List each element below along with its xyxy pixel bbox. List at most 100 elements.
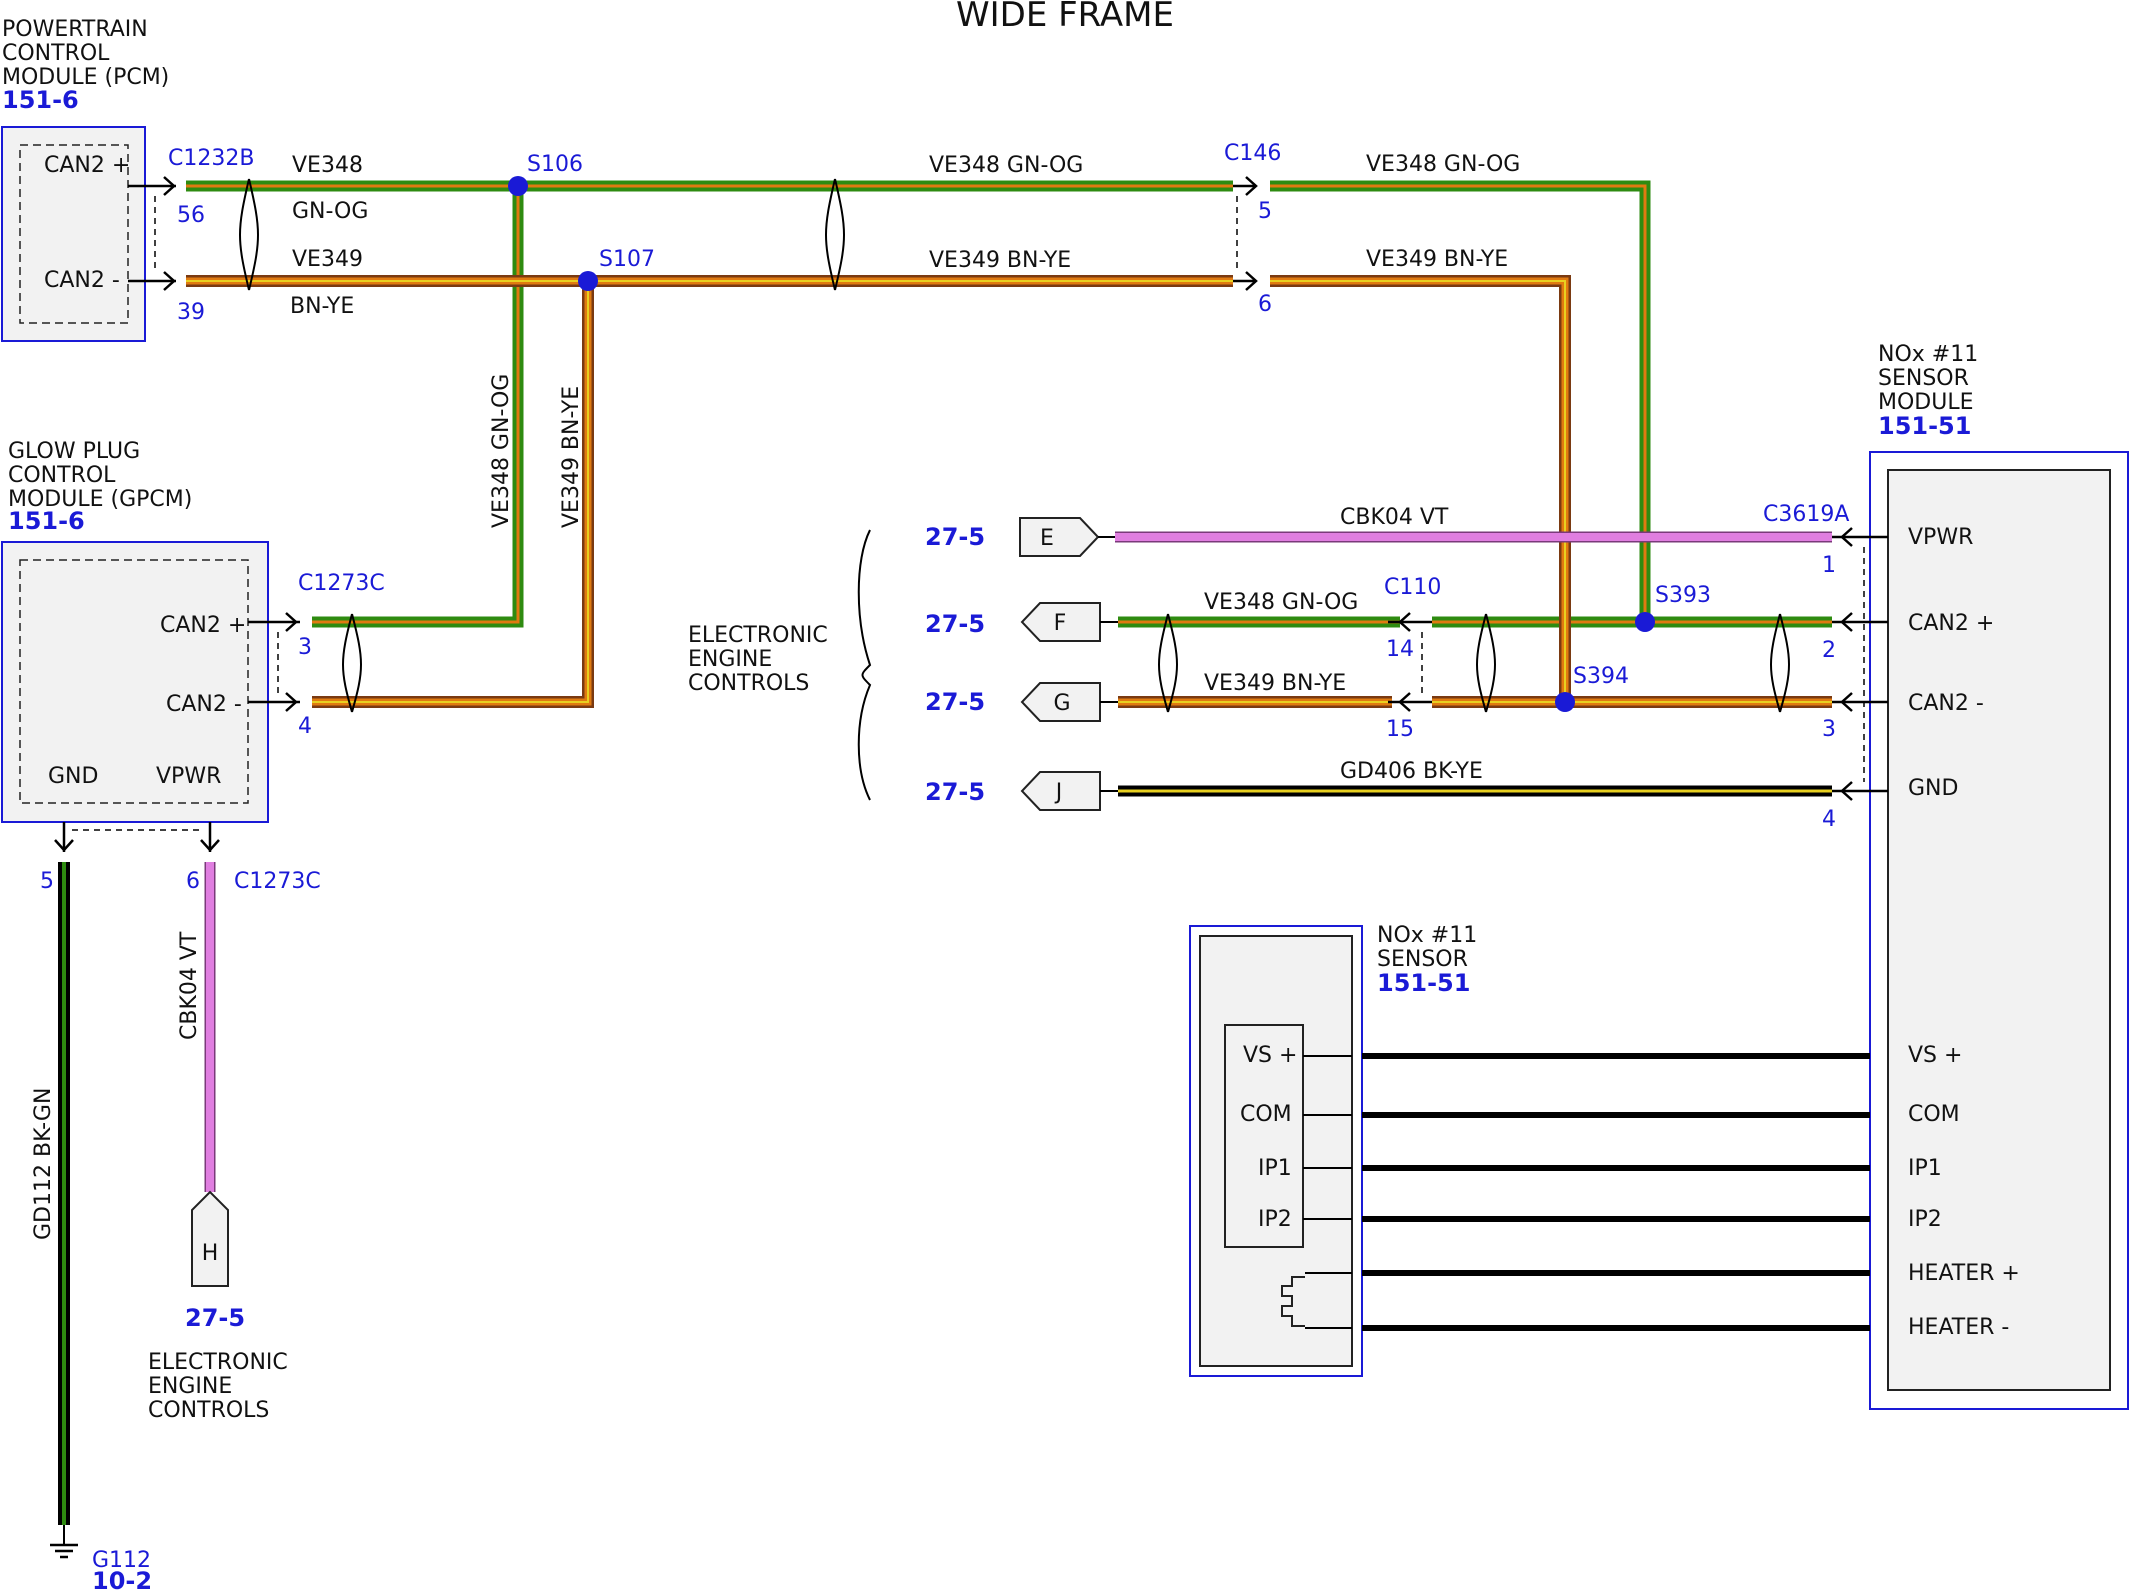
ground-g112-ref[interactable]: 10-2 bbox=[92, 1567, 152, 1592]
pin-4-c1273c: 4 bbox=[298, 714, 312, 739]
ref-connector-f[interactable]: F bbox=[1020, 602, 1118, 642]
ref-e-page[interactable]: 27-5 bbox=[925, 523, 985, 551]
pin-2-c3619a: 2 bbox=[1822, 638, 1836, 663]
ground-g112-label: G112 bbox=[92, 1548, 151, 1573]
nox-module-pin-vs-plus: VS + bbox=[1908, 1043, 1962, 1068]
splices bbox=[508, 176, 1655, 712]
nox-module-pin-ip1: IP1 bbox=[1908, 1156, 1942, 1181]
nox-module-pin-can2-plus: CAN2 + bbox=[1908, 611, 1994, 636]
connector-c1273c-bottom-label: C1273C bbox=[234, 869, 321, 894]
ref-e-letter: E bbox=[1040, 526, 1054, 551]
ref-connector-e[interactable]: E bbox=[1019, 517, 1115, 557]
label-ve348-vertical: VE348 GN-OG bbox=[489, 374, 514, 528]
wire-ve349-bn-ye bbox=[186, 275, 1832, 708]
nox-module-pin-heater-plus: HEATER + bbox=[1908, 1261, 2020, 1286]
ref-connector-j[interactable]: J bbox=[1020, 771, 1118, 811]
label-ve349-lower: VE349 BN-YE bbox=[1204, 671, 1346, 696]
pin-3-c1273c: 3 bbox=[298, 635, 312, 660]
eec2-line-1: ELECTRONIC bbox=[148, 1350, 288, 1375]
eec-line-1: ELECTRONIC bbox=[688, 623, 828, 648]
gpcm-pin-gnd: GND bbox=[48, 764, 98, 789]
nox-sensor-pin-ip1: IP1 bbox=[1258, 1156, 1292, 1181]
brace-icon bbox=[857, 529, 872, 801]
splice-s107-label: S107 bbox=[599, 247, 655, 272]
splice-s106-label: S106 bbox=[527, 152, 583, 177]
splice-s394-label: S394 bbox=[1573, 664, 1629, 689]
ref-j-page[interactable]: 27-5 bbox=[925, 778, 985, 806]
pin-5-c146: 5 bbox=[1258, 199, 1272, 224]
ref-h-page[interactable]: 27-5 bbox=[185, 1304, 245, 1332]
nox-module-pin-heater-minus: HEATER - bbox=[1908, 1315, 2009, 1340]
nox-sensor-pin-com: COM bbox=[1240, 1102, 1292, 1127]
ref-j-letter: J bbox=[1054, 780, 1063, 805]
nox-sensor: NOx #11 SENSOR 151-51 VS + COM IP1 IP2 bbox=[1189, 923, 1477, 1377]
gpcm-name-line-2: CONTROL bbox=[8, 463, 116, 488]
splice-s106 bbox=[508, 176, 528, 196]
label-ve349-right: VE349 BN-YE bbox=[1366, 247, 1508, 272]
page-title: WIDE FRAME bbox=[956, 0, 1174, 35]
pin-15-c110: 15 bbox=[1386, 717, 1414, 742]
pin-56: 56 bbox=[177, 203, 205, 228]
connector-c1273c bbox=[248, 612, 300, 712]
gpcm-name-line-3: MODULE (GPCM) bbox=[8, 487, 192, 512]
label-ve348-pcm: VE348 bbox=[292, 153, 363, 178]
nox-module-pin-gnd: GND bbox=[1908, 776, 1958, 801]
connector-c146-label: C146 bbox=[1224, 141, 1281, 166]
nox-module-name-line-2: SENSOR bbox=[1878, 366, 1969, 391]
gpcm-pin-vpwr: VPWR bbox=[156, 764, 221, 789]
pcm-module: POWERTRAIN CONTROL MODULE (PCM) 151-6 CA… bbox=[1, 17, 169, 342]
ref-connector-h[interactable]: H bbox=[191, 1190, 229, 1287]
splice-s394 bbox=[1555, 692, 1575, 712]
pin-4-c3619a: 4 bbox=[1822, 807, 1836, 832]
heater-element-icon bbox=[1281, 1276, 1305, 1327]
ref-f-page[interactable]: 27-5 bbox=[925, 610, 985, 638]
label-gd406: GD406 BK-YE bbox=[1340, 759, 1483, 784]
ref-f-letter: F bbox=[1054, 611, 1067, 636]
connector-c110-label: C110 bbox=[1384, 575, 1441, 600]
pcm-name-line-3: MODULE (PCM) bbox=[2, 65, 169, 90]
nox-module-pin-can2-minus: CAN2 - bbox=[1908, 691, 1984, 716]
splice-s393-label: S393 bbox=[1655, 583, 1711, 608]
nox-sensor-pin-ip2: IP2 bbox=[1258, 1207, 1292, 1232]
connector-c1232b bbox=[128, 176, 176, 291]
nox-module-pin-vpwr: VPWR bbox=[1908, 525, 1973, 550]
ref-connector-g[interactable]: G bbox=[1020, 682, 1118, 722]
gpcm-name-line-1: GLOW PLUG bbox=[8, 439, 140, 464]
label-ve349-pcm: VE349 bbox=[292, 247, 363, 272]
nox-module-name-line-1: NOx #11 bbox=[1878, 342, 1978, 367]
nox-module-ref: 151-51 bbox=[1878, 412, 1971, 440]
pin-3-c3619a: 3 bbox=[1822, 717, 1836, 742]
nox-sensor-module: NOx #11 SENSOR MODULE 151-51 VPWR CAN2 +… bbox=[1869, 342, 2129, 1410]
label-cbk04-top: CBK04 VT bbox=[1340, 505, 1449, 530]
pcm-name-line-2: CONTROL bbox=[2, 41, 110, 66]
sensor-wires bbox=[1362, 1053, 1870, 1331]
connector-c1232b-label: C1232B bbox=[168, 146, 254, 171]
splice-s107 bbox=[578, 271, 598, 291]
label-cbk04-vertical: CBK04 VT bbox=[177, 931, 202, 1040]
pin-14-c110: 14 bbox=[1386, 637, 1414, 662]
label-ve349-mid: VE349 BN-YE bbox=[929, 248, 1071, 273]
connector-c1273c-bottom bbox=[54, 822, 220, 852]
gpcm-ref: 151-6 bbox=[8, 507, 85, 535]
pcm-pin-can2-plus: CAN2 + bbox=[44, 153, 130, 178]
connector-c3619a bbox=[1832, 527, 1888, 801]
wire-gd112-bk-gn bbox=[50, 862, 78, 1559]
pin-5-c1273c: 5 bbox=[40, 869, 54, 894]
wire-ve348-gn-og bbox=[186, 180, 1832, 628]
pin-39: 39 bbox=[177, 300, 205, 325]
eec-line-3: CONTROLS bbox=[688, 671, 809, 696]
gpcm-pin-can2-plus: CAN2 + bbox=[160, 613, 246, 638]
connector-c1273c-label: C1273C bbox=[298, 571, 385, 596]
eec2-line-2: ENGINE bbox=[148, 1374, 232, 1399]
label-ve349-vertical: VE349 BN-YE bbox=[559, 386, 584, 528]
pcm-name-line-1: POWERTRAIN bbox=[2, 17, 148, 42]
ref-h-letter: H bbox=[202, 1241, 219, 1266]
nox-sensor-pin-vs-plus: VS + bbox=[1243, 1043, 1297, 1068]
connector-c3619a-label: C3619A bbox=[1763, 502, 1849, 527]
ref-g-page[interactable]: 27-5 bbox=[925, 688, 985, 716]
twisted-pair-symbols bbox=[239, 178, 1790, 713]
nox-sensor-ref: 151-51 bbox=[1377, 969, 1470, 997]
pcm-ref: 151-6 bbox=[2, 86, 79, 114]
nox-module-name-line-3: MODULE bbox=[1878, 390, 1974, 415]
